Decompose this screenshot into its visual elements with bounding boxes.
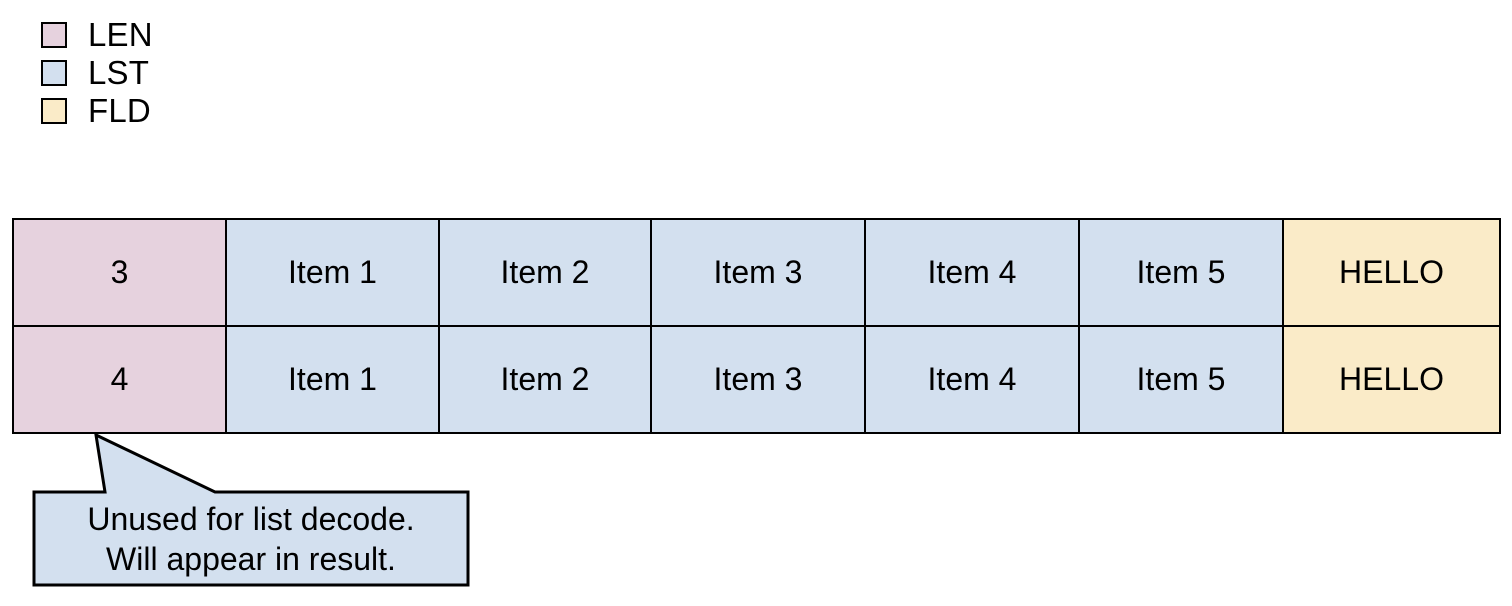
table-row: 3 Item 1 Item 2 Item 3 Item 4 Item 5 HEL… [12, 218, 1501, 327]
legend-label-lst: LST [88, 54, 150, 91]
table-row: 4 Item 1 Item 2 Item 3 Item 4 Item 5 HEL… [12, 325, 1501, 434]
legend-label-len: LEN [88, 16, 153, 53]
cell-len-row1: 4 [12, 325, 227, 434]
legend-item-len: LEN [41, 16, 341, 60]
cell-len-row0: 3 [12, 218, 227, 327]
cell-lst-row0-item2: Item 2 [438, 218, 652, 327]
callout-line-2: Will appear in result. [106, 540, 396, 577]
legend-label-fld: FLD [88, 92, 151, 129]
cell-lst-row1-item4: Item 4 [864, 325, 1080, 434]
legend-item-fld: FLD [41, 92, 341, 136]
cell-fld-row1: HELLO [1282, 325, 1501, 434]
cell-lst-row0-item1: Item 1 [225, 218, 440, 327]
legend: LEN LST FLD [41, 16, 341, 136]
color-swatch-icon-lst [41, 60, 67, 86]
cell-lst-row1-item5: Item 5 [1078, 325, 1284, 434]
cell-lst-row0-item4: Item 4 [864, 218, 1080, 327]
legend-item-lst: LST [41, 54, 341, 98]
cell-lst-row1-item3: Item 3 [650, 325, 866, 434]
packet-layout-table: 3 Item 1 Item 2 Item 3 Item 4 Item 5 HEL… [12, 218, 1501, 434]
cell-lst-row0-item3: Item 3 [650, 218, 866, 327]
color-swatch-icon-fld [41, 98, 67, 124]
callout-line-1: Unused for list decode. [87, 500, 415, 537]
cell-lst-row1-item1: Item 1 [225, 325, 440, 434]
cell-lst-row1-item2: Item 2 [438, 325, 652, 434]
color-swatch-icon-len [41, 22, 67, 48]
callout-text-block: Unused for list decode. Will appear in r… [34, 492, 468, 585]
cell-fld-row0: HELLO [1282, 218, 1501, 327]
cell-lst-row0-item5: Item 5 [1078, 218, 1284, 327]
